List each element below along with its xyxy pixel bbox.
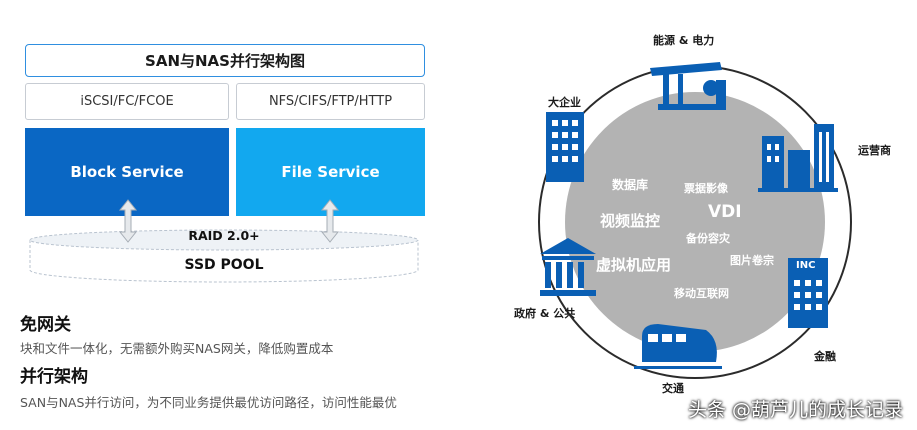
watermark: 头条 @葫芦儿的成长记录 — [687, 399, 903, 421]
block-protocols: iSCSI/FC/FCOE — [25, 83, 229, 120]
app-label-backup: 备份容灾 — [686, 232, 730, 245]
industry-label-government: 政府 & 公共 — [514, 307, 576, 320]
ssd-pool-label: SSD POOL — [184, 257, 264, 273]
industry-label-energy: 能源 & 电力 — [653, 34, 715, 47]
double-arrow-icon — [118, 199, 138, 243]
storage-pool-cylinder — [29, 199, 419, 283]
bank-building-icon — [788, 258, 828, 328]
train-icon — [634, 324, 722, 369]
application-core-circle — [565, 92, 825, 352]
raid-label: RAID 2.0+ — [188, 228, 260, 243]
note-text-gateway: 块和文件一体化，无需额外购买NAS网关，降低购置成本 — [20, 341, 334, 356]
carrier-buildings-icon — [758, 124, 838, 192]
app-label-mobile-internet: 移动互联网 — [674, 287, 729, 300]
industry-label-transport: 交通 — [662, 382, 684, 395]
office-building-icon — [546, 112, 584, 182]
app-label-bill-image: 票据影像 — [684, 182, 728, 195]
note-heading-gateway: 免网关 — [20, 315, 71, 335]
industry-label-finance: 金融 — [814, 350, 836, 363]
app-label-video-surveillance: 视频监控 — [600, 212, 661, 230]
note-heading-parallel: 并行架构 — [20, 367, 88, 387]
inc-sign: INC — [796, 260, 816, 271]
industry-label-carrier: 运营商 — [858, 144, 891, 157]
app-label-database: 数据库 — [612, 178, 649, 192]
government-building-icon — [540, 238, 596, 296]
note-text-parallel: SAN与NAS并行访问，为不同业务提供最优访问路径，访问性能最优 — [20, 395, 397, 410]
app-label-vm: 虚拟机应用 — [596, 256, 672, 274]
oil-pump-icon — [650, 62, 726, 110]
industry-application-diagram — [538, 62, 852, 379]
app-label-vdi: VDI — [708, 202, 742, 222]
double-arrow-icon — [320, 199, 340, 243]
file-protocols: NFS/CIFS/FTP/HTTP — [236, 83, 425, 120]
industry-label-enterprise: 大企业 — [548, 96, 581, 109]
app-label-image-archive: 图片卷宗 — [730, 254, 774, 267]
diagram-title: SAN与NAS并行架构图 — [25, 44, 425, 77]
